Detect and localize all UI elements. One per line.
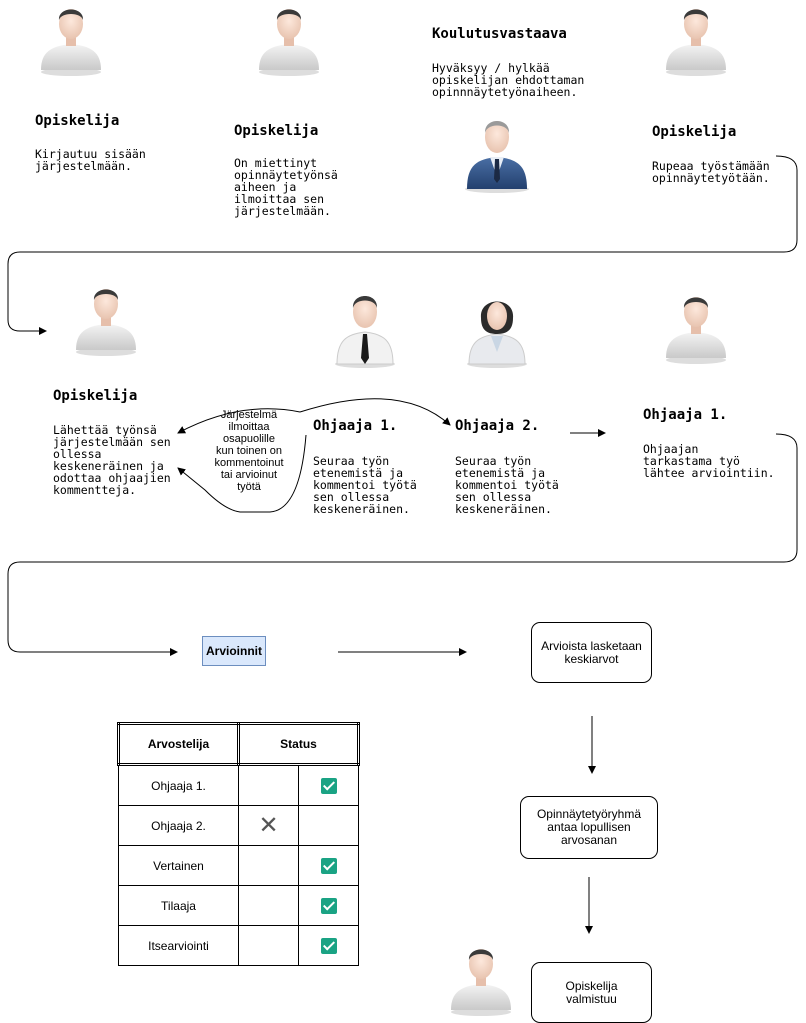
supervisor-2-desc: Seuraa työn etenemistä ja kommentoi työt… xyxy=(455,454,559,516)
avatar-supervisor-2 xyxy=(666,297,726,364)
coordinator-title: Koulutusvastaava xyxy=(432,26,567,42)
check-icon xyxy=(320,777,337,794)
supervisor-2-title: Ohjaaja 2. xyxy=(455,418,540,434)
grading-table-header: Arvostelija Status xyxy=(117,722,360,766)
student-2-desc: On miettinyt opinnäytetyönsä aiheen ja i… xyxy=(234,156,338,218)
avatar-student-1 xyxy=(41,9,101,76)
supervisor-1-final-title: Ohjaaja 1. xyxy=(643,407,728,423)
supervisor-1-title: Ohjaaja 1. xyxy=(313,418,398,434)
avatar-coordinator xyxy=(465,121,529,193)
student-2-title: Opiskelija xyxy=(234,123,319,139)
table-row: Ohjaaja 2. ✕ xyxy=(118,805,359,846)
avatar-graduate xyxy=(451,949,511,1016)
status-cell-left xyxy=(238,845,299,886)
connector-arrows xyxy=(7,155,798,934)
status-cell-right xyxy=(298,845,359,886)
table-row: Tilaaja xyxy=(118,885,359,926)
status-cell-left xyxy=(238,925,299,966)
avatar-student-2 xyxy=(259,9,319,76)
header-status: Status xyxy=(237,722,360,766)
check-icon xyxy=(320,937,337,954)
status-cell-left xyxy=(238,885,299,926)
status-cell-right xyxy=(298,805,359,846)
reviewer-name: Itsearviointi xyxy=(118,925,239,966)
student-3-title: Opiskelija xyxy=(652,124,737,140)
student-1-title: Opiskelija xyxy=(35,113,120,129)
graduate-box: Opiskelija valmistuu xyxy=(531,962,652,1023)
student-3-desc: Rupeaa työstämään opinnäytetyötään. xyxy=(652,159,770,185)
table-row: Vertainen xyxy=(118,845,359,886)
status-cell-left xyxy=(238,764,299,806)
supervisor-1-desc: Seuraa työn etenemistä ja kommentoi työt… xyxy=(313,454,417,516)
table-row: Itsearviointi xyxy=(118,925,359,966)
arvioinnit-box[interactable]: Arvioinnit xyxy=(202,636,266,666)
status-cell-left: ✕ xyxy=(238,805,299,846)
student-1-desc: Kirjautuu sisään järjestelmään. xyxy=(35,147,146,173)
status-cell-right xyxy=(298,925,359,966)
avatar-student-3 xyxy=(666,9,726,76)
avatar-student-row2 xyxy=(76,289,136,356)
final-grade-box: Opinnäytetyöryhmä antaa lopullisen arvos… xyxy=(520,796,658,859)
table-row: Ohjaaja 1. xyxy=(118,764,359,806)
reviewer-name: Ohjaaja 1. xyxy=(118,764,239,806)
coordinator-desc: Hyväksyy / hylkää opiskelijan ehdottaman… xyxy=(432,61,585,99)
check-icon xyxy=(320,897,337,914)
avatar-supervisor-1 xyxy=(335,296,395,368)
grading-table: Arvostelija Status Ohjaaja 1. Ohjaaja 2.… xyxy=(117,722,360,966)
reviewer-name: Vertainen xyxy=(118,845,239,886)
average-box: Arvioista lasketaan keskiarvot xyxy=(531,622,652,683)
reviewer-name: Tilaaja xyxy=(118,885,239,926)
avatar-supervisor-woman xyxy=(467,301,527,368)
student-row2-title: Opiskelija xyxy=(53,388,138,404)
status-cell-right xyxy=(298,764,359,806)
header-reviewer: Arvostelija xyxy=(117,722,240,766)
check-icon xyxy=(320,857,337,874)
cross-icon: ✕ xyxy=(258,811,279,839)
system-note: Järjestelmä ilmoittaa osapuolille kun to… xyxy=(214,409,284,493)
status-cell-right xyxy=(298,885,359,926)
reviewer-name: Ohjaaja 2. xyxy=(118,805,239,846)
supervisor-1-final-desc: Ohjaajan tarkastama työ lähtee arviointi… xyxy=(643,442,775,480)
student-row2-desc: Lähettää työnsä järjestelmään sen olless… xyxy=(53,423,171,497)
